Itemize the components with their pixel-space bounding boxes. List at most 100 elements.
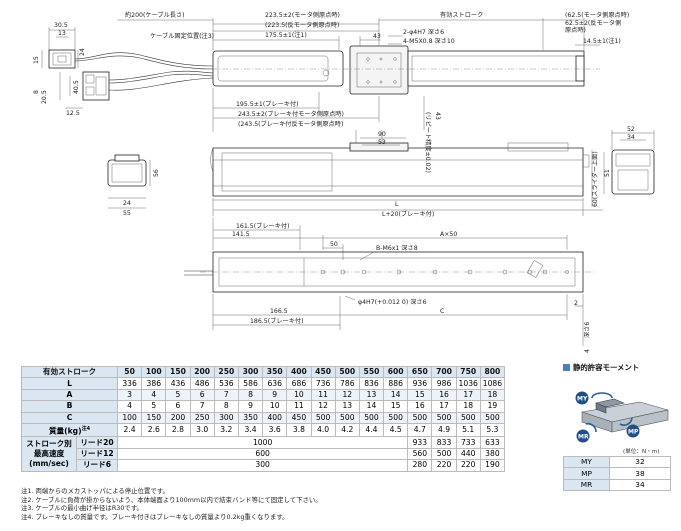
label-20-5: 20.5 <box>41 90 48 104</box>
spec-row-label: C <box>21 411 118 424</box>
spec-cell: 500 <box>431 411 457 424</box>
speed-label-line: 最高速度 <box>33 449 65 459</box>
spec-cell: 500 <box>310 411 336 424</box>
spec-cell: 6 <box>165 400 191 413</box>
moment-key: MY <box>563 455 610 469</box>
label-62-5c: 原点時) <box>565 26 586 34</box>
spec-row-label: A <box>21 388 118 402</box>
label-50: 50 <box>330 241 338 248</box>
motor-housing <box>212 50 344 87</box>
spec-table: 有効ストローク 50 100 150 200 250 300 350 400 4… <box>21 365 506 472</box>
cable <box>74 52 214 67</box>
top-view <box>41 18 600 132</box>
label-cable-length: 約200(ケーブル長さ) <box>125 11 185 19</box>
spec-cell: 586 <box>237 377 264 390</box>
spec-cell: 17 <box>431 400 457 413</box>
spec-cell: 250 <box>189 411 215 424</box>
lead-label: リード12 <box>76 447 118 461</box>
spec-cell: 350 <box>237 411 264 424</box>
label-60: 60(スライダー上面) <box>591 151 599 207</box>
speed-cell: 833 <box>431 436 457 449</box>
speed-cell: 380 <box>479 447 506 461</box>
label-161-5: 161.5(ブレーキ付) <box>236 222 289 230</box>
spec-cell: 13 <box>358 388 385 402</box>
spec-cell: 8 <box>213 400 239 413</box>
stroke-col: 600 <box>383 365 409 379</box>
stroke-col: 150 <box>165 365 191 379</box>
speed-cell: 190 <box>479 459 506 472</box>
spec-cell: 500 <box>479 411 506 424</box>
spec-cell: 736 <box>310 377 336 390</box>
speed-main: 300 <box>116 459 409 472</box>
moment-value: 32 <box>609 455 671 469</box>
spec-cell: 2.4 <box>116 422 143 438</box>
label-bm6: B-M6x1 深さ8 <box>376 244 418 252</box>
label-223-5b: (223.5(反モータ側原点時) <box>265 21 339 29</box>
spec-cell: 500 <box>407 411 433 424</box>
lead-label: リード6 <box>76 459 118 472</box>
stroke-col: 750 <box>455 365 481 379</box>
spec-cell: 10 <box>262 400 288 413</box>
speed-label-line: ストローク別 <box>26 439 72 449</box>
spec-cell: 11 <box>310 388 336 402</box>
spec-cell: 13 <box>334 400 360 413</box>
label-4: 4 <box>584 349 591 353</box>
rail <box>407 50 585 87</box>
notes: 注1. 両端からのメカストッパによる停止位置です。 注2. ケーブルに負荷が掛か… <box>21 487 322 521</box>
label-phi: φ4H7(+0.012 0) 深さ6 <box>358 298 427 306</box>
moment-value: 34 <box>609 478 671 492</box>
label-141-5: 141.5 <box>232 231 250 238</box>
moment-title: 静的許容モーメント <box>573 363 640 372</box>
stroke-col: 450 <box>310 365 336 379</box>
label-90: 90 <box>378 131 386 138</box>
speed-cell: 560 <box>407 447 433 461</box>
speed-cell: 220 <box>431 459 457 472</box>
spec-cell: 336 <box>116 377 143 390</box>
mp-badge <box>626 424 640 438</box>
label-34: 34 <box>627 134 635 141</box>
end-view <box>611 149 655 195</box>
label-51: 51 <box>604 169 611 177</box>
spec-cell: 3 <box>116 388 143 402</box>
spec-cell: 19 <box>479 400 506 413</box>
bottom-view <box>184 218 596 346</box>
spec-cell: 3.2 <box>213 422 239 438</box>
stroke-header: 有効ストローク <box>21 365 118 379</box>
stroke-col: 250 <box>213 365 239 379</box>
moment-panel: 静的許容モーメント <box>563 362 671 373</box>
label-30-5: 30.5 <box>54 22 68 29</box>
mr-label: MR <box>578 434 589 441</box>
stroke-col: 650 <box>407 365 433 379</box>
moment-title-row: 静的許容モーメント <box>563 362 671 373</box>
my-badge <box>575 391 589 405</box>
spec-cell: 7 <box>189 400 215 413</box>
spec-cell: 4.0 <box>310 422 336 438</box>
label-repeat: (リピート精度±0.02) <box>424 112 432 173</box>
square-icon <box>563 364 570 371</box>
stroke-col: 550 <box>358 365 385 379</box>
spec-cell: 10 <box>286 388 312 402</box>
spec-cell: 5.3 <box>479 422 506 438</box>
spec-cell: 500 <box>455 411 481 424</box>
spec-cell: 4.5 <box>383 422 409 438</box>
spec-cell: 300 <box>213 411 239 424</box>
spec-cell: 450 <box>286 411 312 424</box>
note-3: 注3. ケーブルの最小曲げ半径はR30です。 <box>21 504 143 513</box>
speed-main: 600 <box>116 447 409 461</box>
speed-cell: 280 <box>407 459 433 472</box>
spec-cell: 686 <box>286 377 312 390</box>
spec-row-label: B <box>21 400 118 413</box>
stroke-col: 350 <box>262 365 288 379</box>
spec-cell: 4 <box>116 400 143 413</box>
mr-badge <box>576 429 590 443</box>
speed-cell: 633 <box>479 436 506 449</box>
speed-cell: 220 <box>455 459 481 472</box>
label-62-5: (62.5(モータ側原点時) <box>565 11 629 19</box>
